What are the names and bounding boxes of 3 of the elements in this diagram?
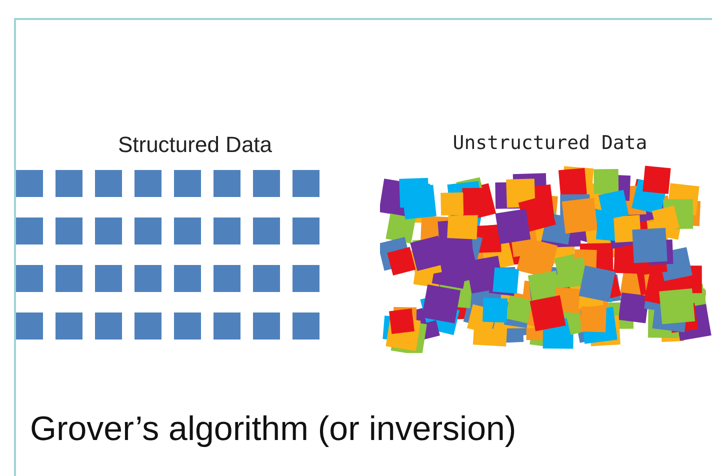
caption-text: Grover’s algorithm (or inversion) xyxy=(30,410,516,449)
heading-text: Unstructured Data xyxy=(452,132,648,154)
heading-text: Structured Data xyxy=(116,132,274,158)
